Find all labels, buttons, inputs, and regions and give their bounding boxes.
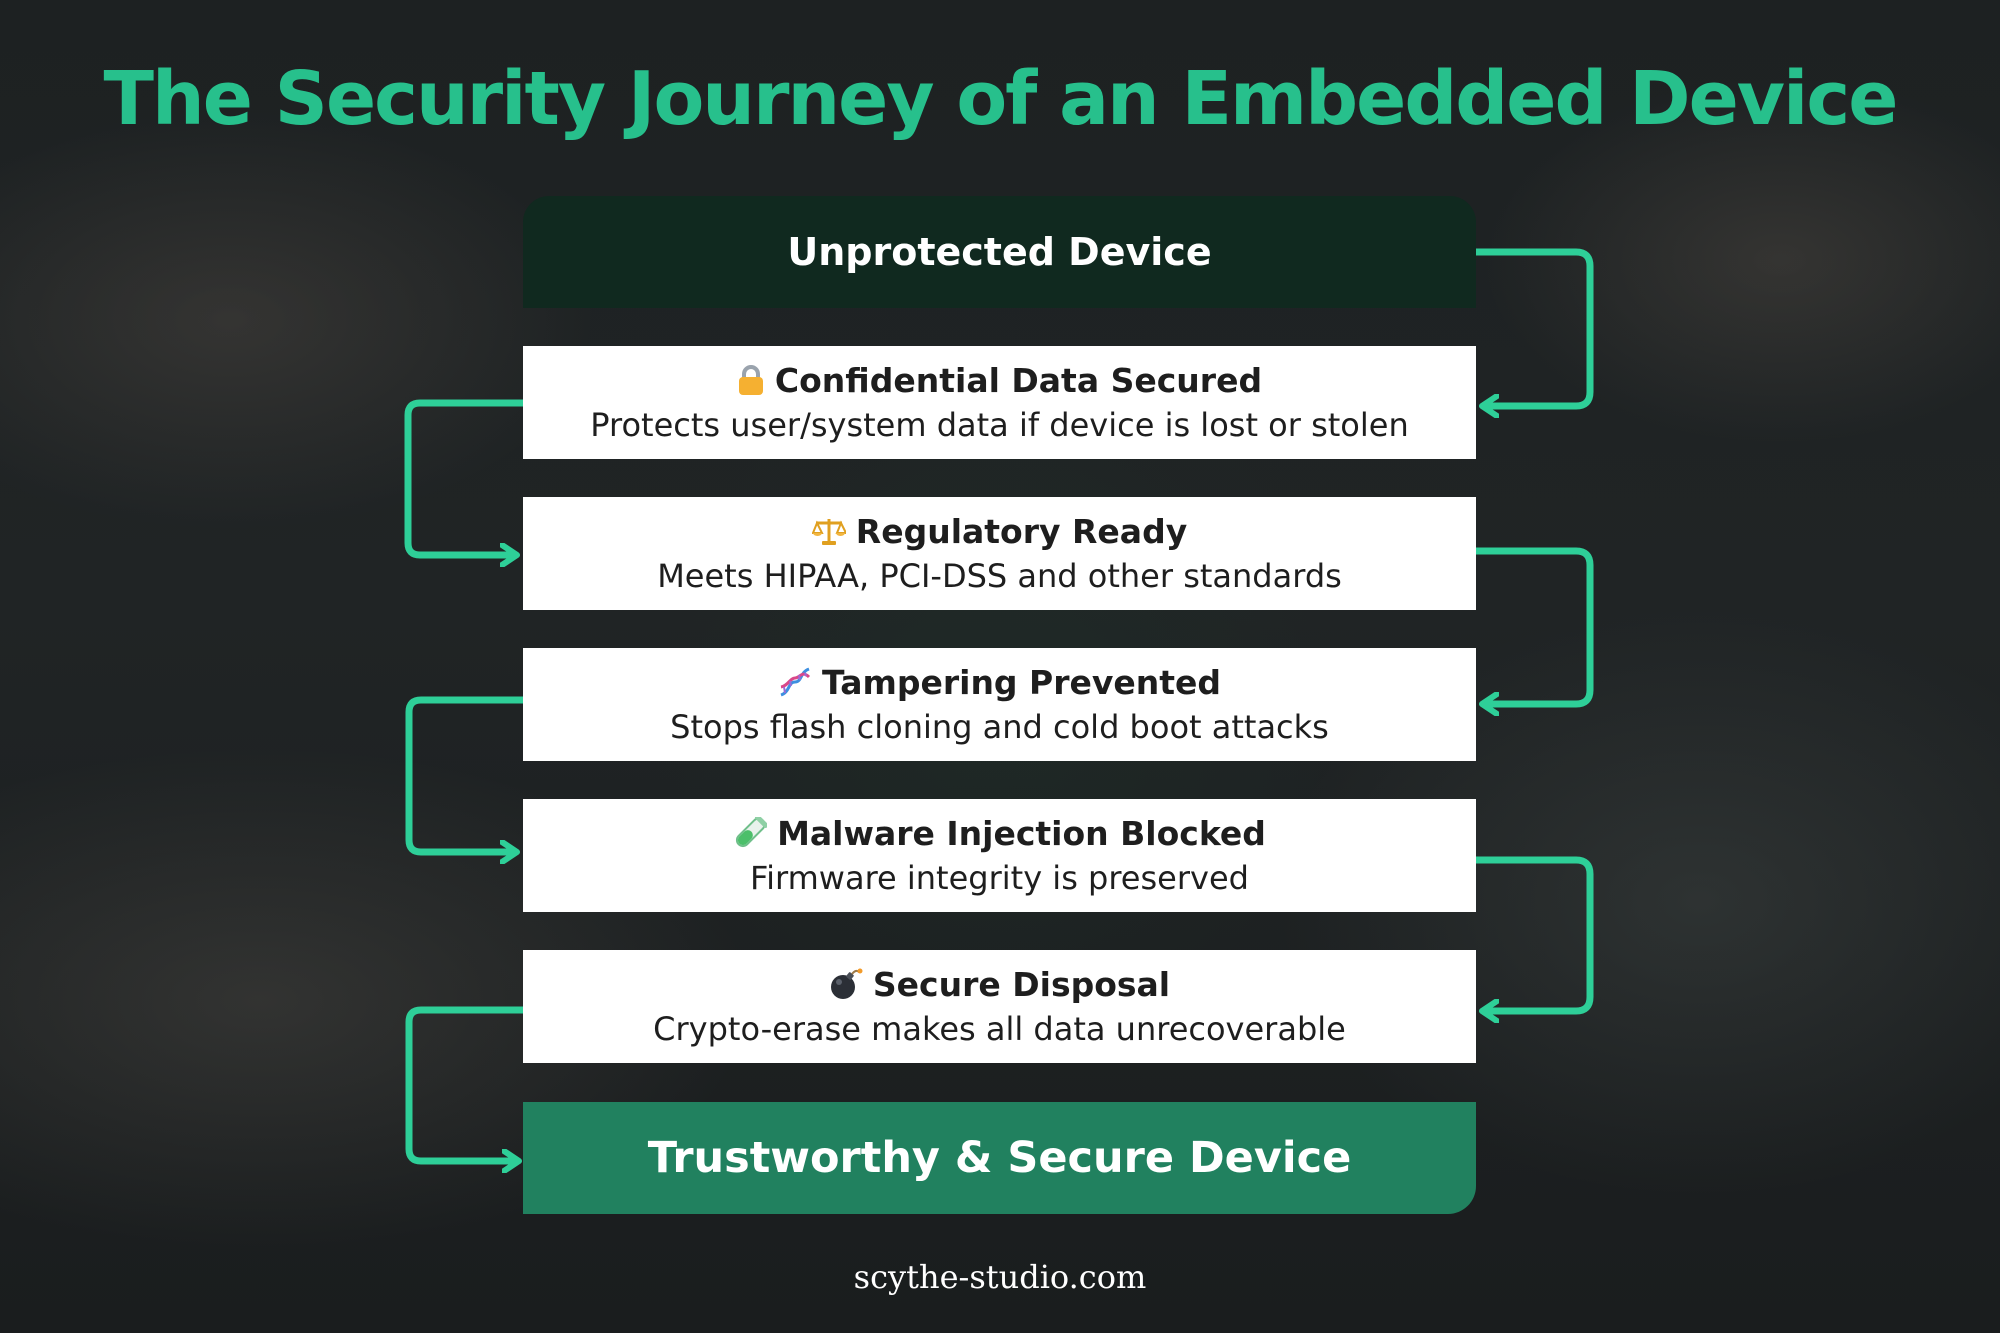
step-title: Secure Disposal [872, 964, 1171, 1004]
scales-icon [811, 515, 848, 556]
step-description: Protects user/system data if device is l… [590, 405, 1409, 444]
step-description: Firmware integrity is preserved [750, 858, 1249, 897]
step-title-row: Malware Injection Blocked [733, 814, 1266, 858]
end-label: Trustworthy & Secure Device [647, 1133, 1352, 1183]
connector-arrow-5 [1476, 856, 1594, 1011]
step-box-confidential-data: Confidential Data Secured Protects user/… [523, 346, 1476, 459]
footer-website: scythe-studio.com [853, 1258, 1147, 1296]
connector-arrow-1 [1476, 248, 1594, 406]
connector-arrow-2 [404, 399, 523, 555]
step-title-row: Secure Disposal [829, 965, 1170, 1009]
step-description: Crypto-erase makes all data unrecoverabl… [653, 1009, 1346, 1048]
connector-arrow-4 [405, 696, 523, 852]
step-title-row: Confidential Data Secured [737, 361, 1262, 405]
bomb-icon [829, 968, 863, 1009]
step-title-row: Regulatory Ready [811, 511, 1188, 556]
connector-arrow-3 [1476, 547, 1594, 704]
step-box-tampering-prevented: Tampering Prevented Stops flash cloning … [523, 648, 1476, 761]
step-box-secure-disposal: Secure Disposal Crypto-erase makes all d… [523, 950, 1476, 1063]
step-box-regulatory-ready: Regulatory Ready Meets HIPAA, PCI-DSS an… [523, 497, 1476, 610]
lock-icon [737, 364, 765, 405]
step-description: Stops flash cloning and cold boot attack… [670, 707, 1329, 746]
end-box: Trustworthy & Secure Device [523, 1102, 1476, 1214]
start-label: Unprotected Device [787, 230, 1212, 274]
step-title: Confidential Data Secured [774, 360, 1263, 400]
test-tube-icon [733, 814, 769, 858]
step-title-row: Tampering Prevented [778, 663, 1221, 707]
dna-icon [778, 666, 812, 707]
page-title: The Security Journey of an Embedded Devi… [103, 56, 1899, 142]
step-title: Malware Injection Blocked [777, 813, 1266, 853]
step-title: Tampering Prevented [821, 662, 1222, 702]
step-box-malware-blocked: Malware Injection Blocked Firmware integ… [523, 799, 1476, 912]
step-description: Meets HIPAA, PCI-DSS and other standards [657, 556, 1342, 595]
connector-arrow-6 [405, 1006, 523, 1161]
step-title: Regulatory Ready [855, 511, 1188, 551]
start-box: Unprotected Device [523, 196, 1476, 308]
